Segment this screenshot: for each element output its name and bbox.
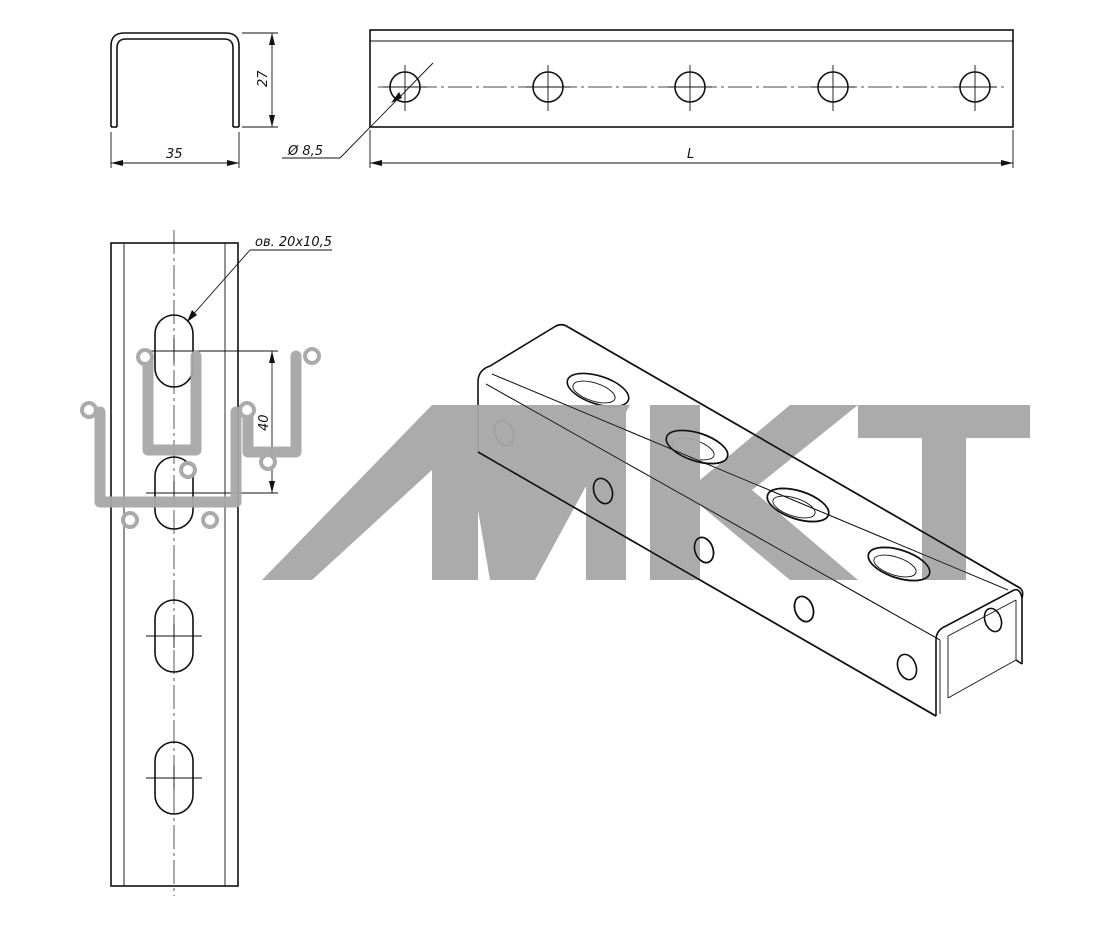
watermark-letter-m xyxy=(262,405,478,580)
round-hole xyxy=(526,65,570,111)
round-holes xyxy=(383,65,997,111)
slot-label: ов. 20х10,5 xyxy=(255,235,332,250)
profile-view: 35 27 xyxy=(110,32,278,168)
height-dimension: 27 xyxy=(242,32,278,128)
round-hole xyxy=(953,65,997,111)
length-label: L xyxy=(687,147,694,162)
slot xyxy=(146,741,202,815)
slots xyxy=(146,314,202,815)
cable-tray-logo-icon xyxy=(80,347,321,529)
slot xyxy=(146,456,202,530)
watermark-letter-t xyxy=(858,405,1030,580)
isometric-overlay xyxy=(477,323,1021,717)
round-hole xyxy=(811,65,855,111)
slot xyxy=(146,599,202,673)
hole-diameter-callout: Ø 8,5 xyxy=(282,62,434,159)
top-view: ов. 20х10,5 40 xyxy=(110,230,332,896)
slot-callout: ов. 20х10,5 xyxy=(187,235,332,322)
length-dimension: L xyxy=(369,130,1014,168)
width-label: 35 xyxy=(166,147,183,162)
height-label: 27 xyxy=(256,70,271,87)
side-view: Ø 8,5 L xyxy=(282,29,1014,168)
watermark-logo xyxy=(80,347,1030,580)
round-hole xyxy=(383,65,427,111)
width-dimension: 35 xyxy=(110,132,240,168)
hole-diameter-label: Ø 8,5 xyxy=(287,144,323,159)
slot xyxy=(146,314,202,388)
pitch-label: 40 xyxy=(257,414,272,431)
round-hole xyxy=(668,65,712,111)
watermark-letter-k xyxy=(650,405,858,580)
